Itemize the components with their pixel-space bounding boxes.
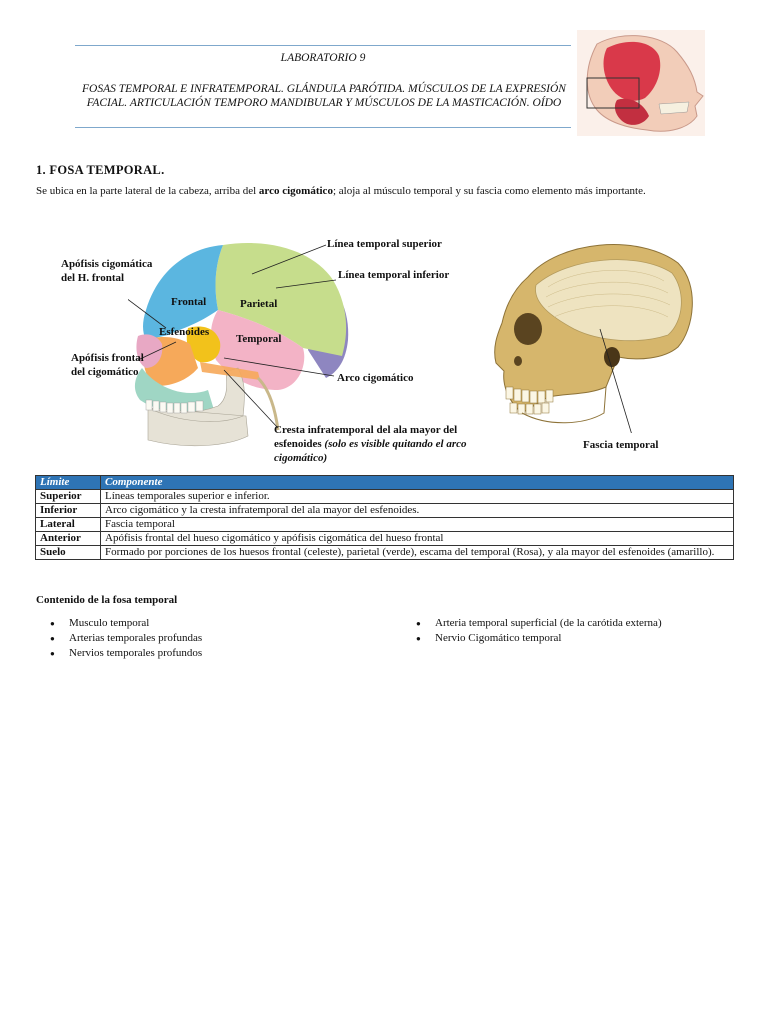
table-row: Anterior Apófisis frontal del hueso cigo… xyxy=(35,531,734,546)
table-header-cell: Límite xyxy=(35,475,101,490)
table-cell: Suelo xyxy=(35,545,101,560)
skull-lateral-figure xyxy=(128,243,349,447)
section-intro: Se ubica en la parte lateral de la cabez… xyxy=(36,185,646,197)
table-header-cell: Componente xyxy=(100,475,734,490)
list-item: Nervio Cigomático temporal xyxy=(402,631,662,646)
label-arco-cigomatico: Arco cigomático xyxy=(337,372,414,384)
label-fascia-temporal: Fascia temporal xyxy=(583,439,659,451)
table-cell: Anterior xyxy=(35,531,101,546)
label-apofisis-frontal-cigomatico: Apófisis frontal del cigomático xyxy=(71,352,144,378)
header-top-rule xyxy=(75,45,571,46)
skull-fascia-figure xyxy=(494,244,693,433)
header-bottom-rule xyxy=(75,127,571,128)
lab-title: LABORATORIO 9 xyxy=(280,52,366,64)
table-cell: Líneas temporales superior e inferior. xyxy=(100,489,734,504)
content-heading: Contenido de la fosa temporal xyxy=(36,594,178,606)
list-item: Arteria temporal superficial (de la caró… xyxy=(402,616,662,631)
table-row: Inferior Arco cigomático y la cresta inf… xyxy=(35,503,734,518)
label-esfenoides: Esfenoides xyxy=(159,326,210,338)
table-cell: Arco cigomático y la cresta infratempora… xyxy=(100,503,734,518)
lab-subtitle: FOSAS TEMPORAL E INFRATEMPORAL. GLÁNDULA… xyxy=(82,83,566,109)
section-heading: 1. FOSA TEMPORAL. xyxy=(36,163,165,177)
table-cell: Apófisis frontal del hueso cigomático y … xyxy=(100,531,734,546)
head-muscle-illustration xyxy=(577,30,705,136)
label-apofisis-cigomatica-frontal: Apófisis cigomática del H. frontal xyxy=(61,258,153,284)
table-cell: Fascia temporal xyxy=(100,517,734,532)
table-cell: Inferior xyxy=(35,503,101,518)
label-linea-temporal-superior: Línea temporal superior xyxy=(327,238,442,250)
list-item: Musculo temporal xyxy=(36,616,202,631)
table-row: Superior Líneas temporales superior e in… xyxy=(35,489,734,504)
label-linea-temporal-inferior: Línea temporal inferior xyxy=(338,269,450,281)
label-frontal: Frontal xyxy=(171,296,207,308)
label-cresta-infratemporal: Cresta infratemporal del ala mayor del e… xyxy=(274,424,467,464)
label-temporal: Temporal xyxy=(236,333,282,345)
label-parietal: Parietal xyxy=(240,298,278,310)
list-item: Arterias temporales profundas xyxy=(36,631,202,646)
table-row: Lateral Fascia temporal xyxy=(35,517,734,532)
limits-table: Límite Componente Superior Líneas tempor… xyxy=(35,475,734,560)
table-row: Suelo Formado por porciones de los hueso… xyxy=(35,545,734,560)
list-item: Nervios temporales profundos xyxy=(36,646,202,661)
table-header-row: Límite Componente xyxy=(35,475,734,490)
table-cell: Lateral xyxy=(35,517,101,532)
content-list-left: Musculo temporal Arterias temporales pro… xyxy=(36,616,202,661)
table-cell: Formado por porciones de los huesos fron… xyxy=(100,545,734,560)
content-list-right: Arteria temporal superficial (de la caró… xyxy=(402,616,662,646)
table-cell: Superior xyxy=(35,489,101,504)
